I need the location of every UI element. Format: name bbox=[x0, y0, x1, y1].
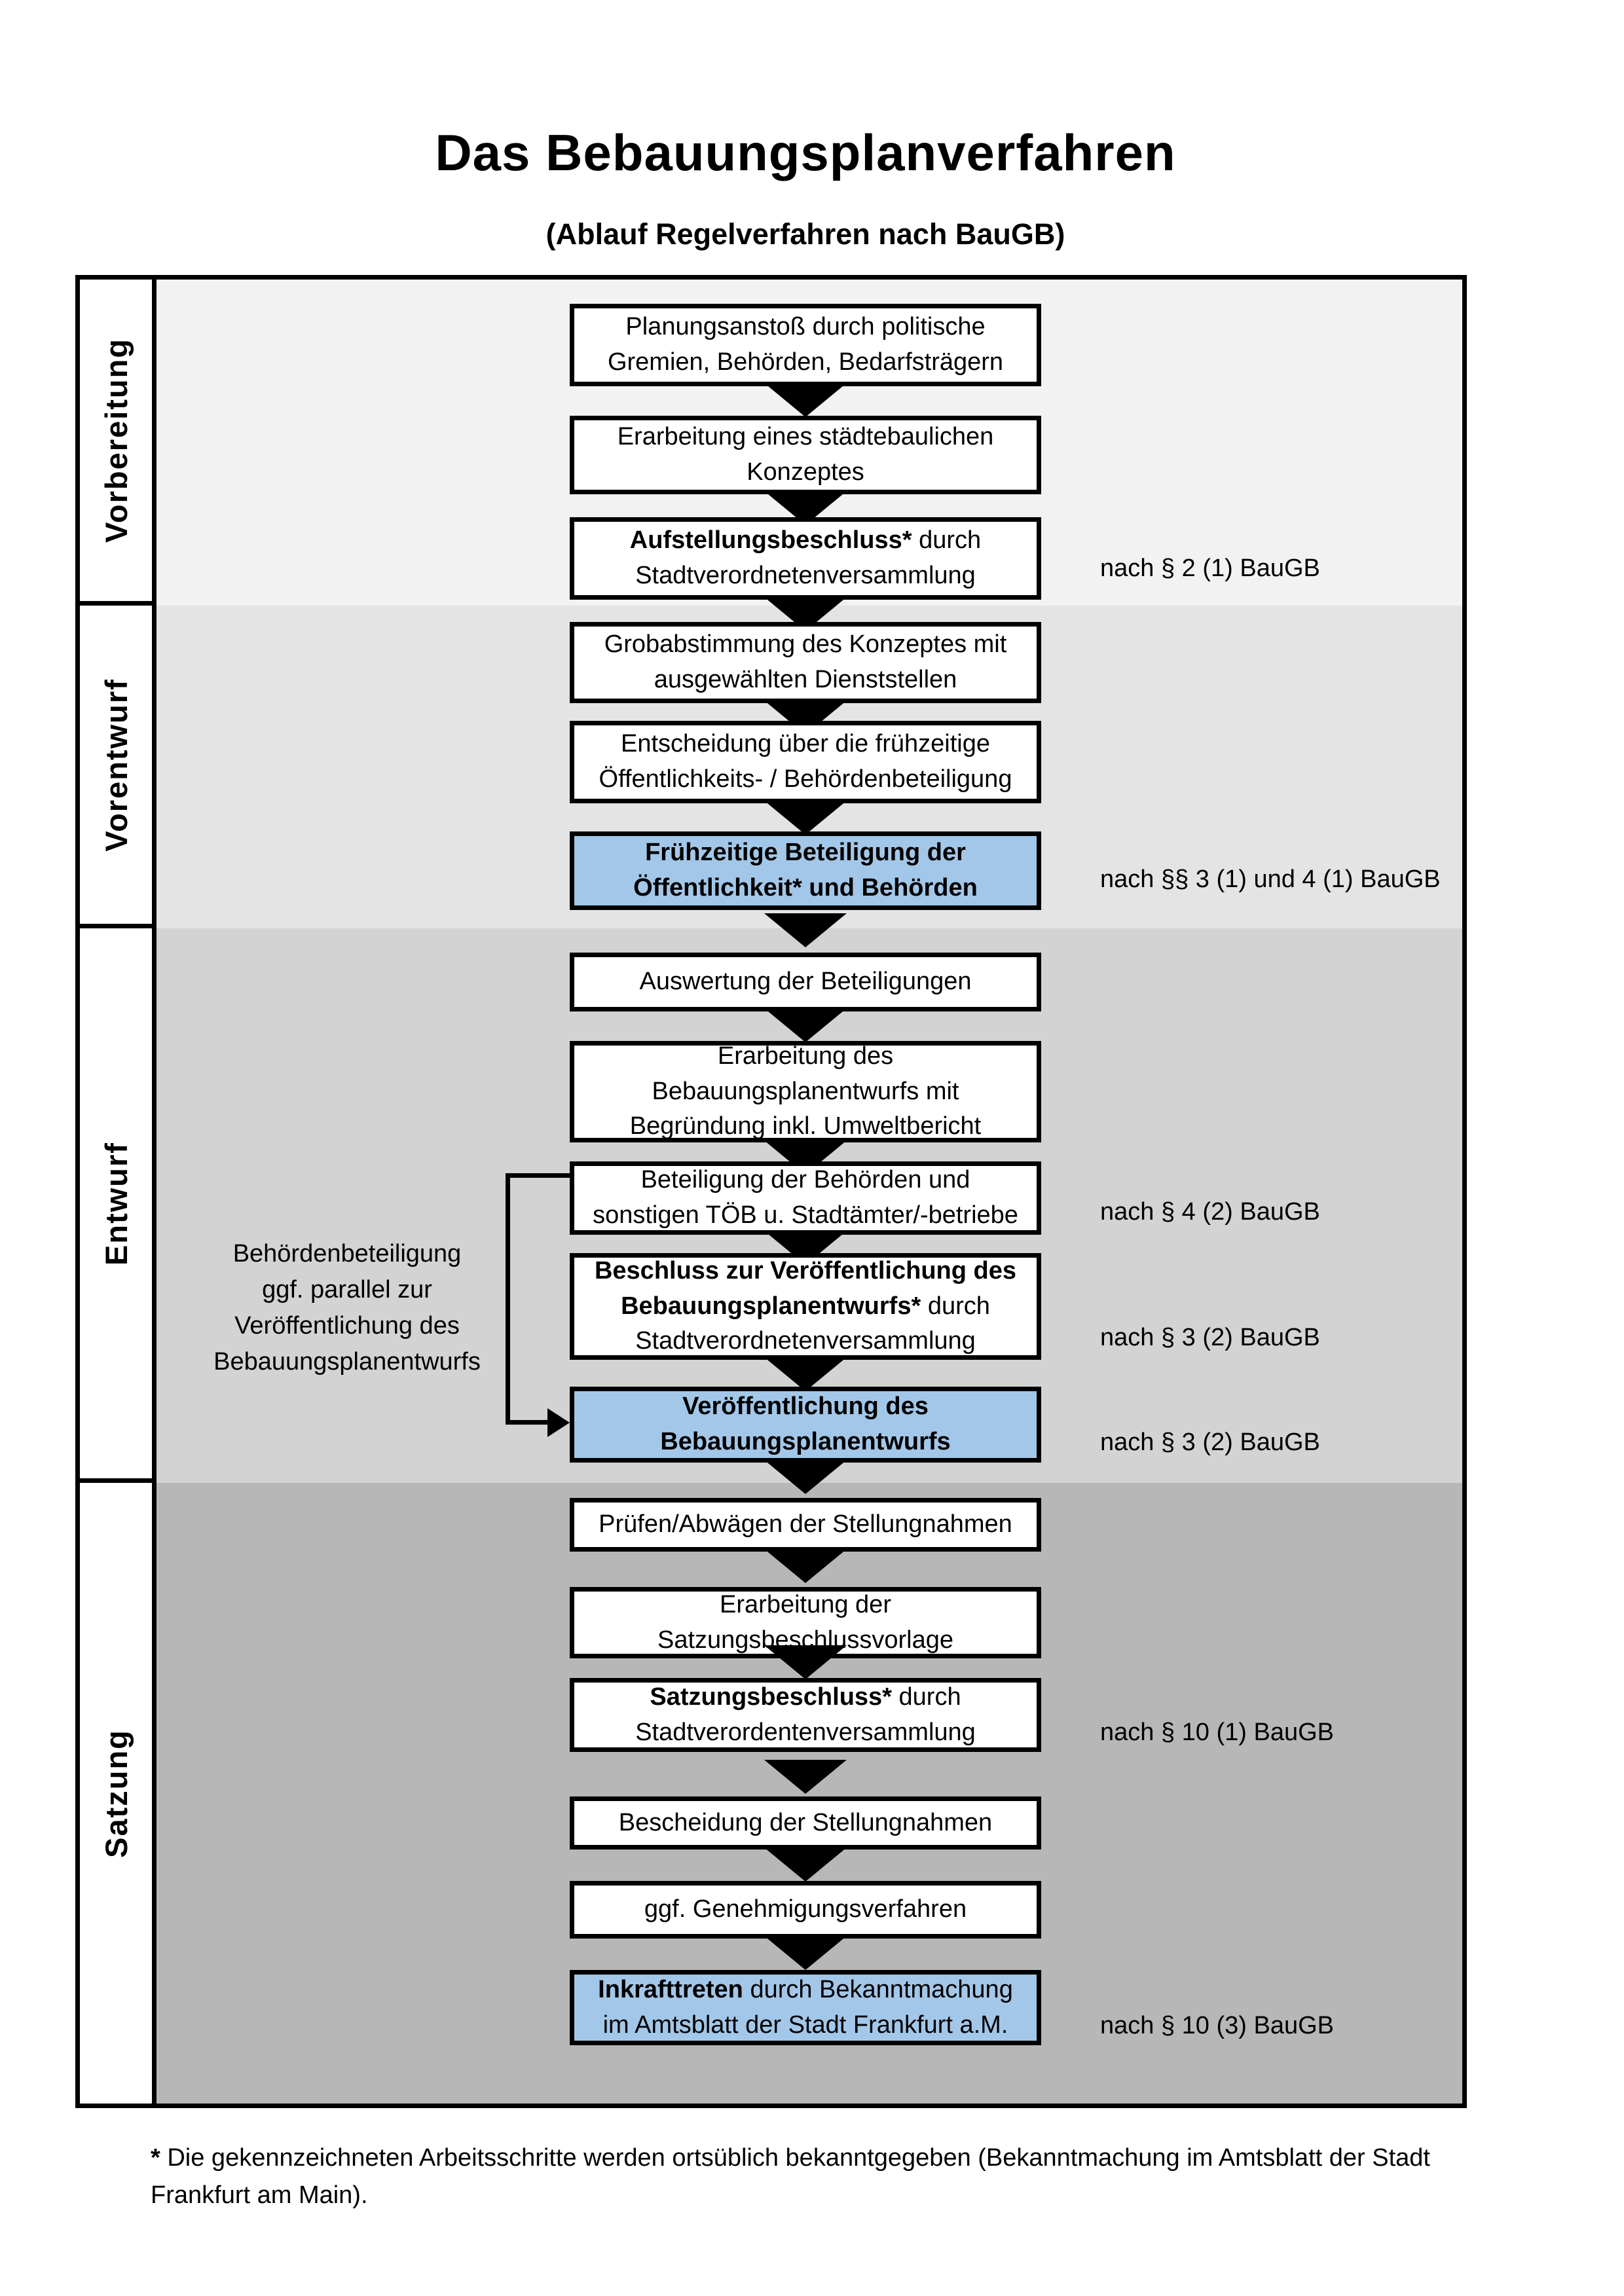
annotation-line: Bebauungsplanentwurfs bbox=[213, 1348, 481, 1376]
box-line: Prüfen/Abwägen der Stellungnahmen bbox=[599, 1510, 1012, 1539]
legal-ref-inkrafttreten: nach § 10 (3) BauGB bbox=[1100, 2012, 1334, 2039]
footnote-text: Die gekennzeichneten Arbeitsschritte wer… bbox=[151, 2144, 1430, 2209]
flow-arrow-down bbox=[764, 383, 847, 417]
legal-ref-beschluss-veroeffentlichung: nach § 3 (2) BauGB bbox=[1100, 1324, 1320, 1351]
box-line: Aufstellungsbeschluss* durch bbox=[630, 523, 981, 558]
sidebar-divider bbox=[152, 280, 157, 2104]
page-subtitle: (Ablauf Regelverfahren nach BauGB) bbox=[545, 217, 1065, 251]
box-line: Planungsanstoß durch politische bbox=[625, 313, 986, 341]
legal-ref-veroeffentlichung: nach § 3 (2) BauGB bbox=[1100, 1429, 1320, 1456]
process-box-inkrafttreten: Inkrafttreten durch Bekanntmachung im Am… bbox=[570, 1970, 1041, 2045]
sidebar-separator bbox=[80, 1478, 152, 1483]
box-line: Erarbeitung der bbox=[720, 1590, 891, 1618]
flow-arrow-down bbox=[764, 1549, 847, 1583]
box-line-bold: Aufstellungsbeschluss* bbox=[629, 526, 912, 555]
process-box-pruefen: Prüfen/Abwägen der Stellungnahmen bbox=[570, 1498, 1041, 1552]
box-line: Öffentlichkeits- / Behördenbeteiligung bbox=[599, 765, 1012, 793]
box-line-bold: Bebauungsplanentwurfs* bbox=[621, 1292, 921, 1320]
box-line: Bebauungsplanentwurfs bbox=[660, 1428, 951, 1455]
box-line: Beschluss zur Veröffentlichung des bbox=[595, 1254, 1016, 1289]
box-line: Erarbeitung eines städtebaulichen bbox=[617, 423, 994, 451]
process-box-beteiligung-behoerden: Beteiligung der Behörden und sonstigen T… bbox=[570, 1161, 1041, 1235]
box-line: Entscheidung über die frühzeitige bbox=[620, 730, 991, 758]
box-line: Begründung inkl. Umweltbericht bbox=[629, 1112, 982, 1140]
box-line: Satzungsbeschluss* durch bbox=[650, 1680, 961, 1715]
box-line-rest: durch bbox=[921, 1292, 990, 1320]
flow-arrow-down bbox=[764, 1460, 847, 1494]
footnote: * Die gekennzeichneten Arbeitsschritte w… bbox=[151, 2140, 1532, 2214]
box-line: Inkrafttreten durch Bekanntmachung bbox=[598, 1973, 1013, 2008]
box-line: Bebauungsplanentwurfs mit bbox=[652, 1077, 959, 1105]
legal-ref-satzungsbeschluss: nach § 10 (1) BauGB bbox=[1100, 1719, 1334, 1746]
diagram-frame bbox=[75, 275, 1467, 2108]
flow-arrow-down bbox=[764, 1008, 847, 1042]
process-box-aufstellungsbeschluss: Aufstellungsbeschluss* durch Stadtverord… bbox=[570, 517, 1041, 600]
flow-arrow-down bbox=[764, 801, 847, 835]
sidebar-phase-vorentwurf: Vorentwurf bbox=[80, 606, 152, 924]
connector-line bbox=[506, 1420, 551, 1425]
legal-ref-fruehzeitige-beteiligung: nach §§ 3 (1) und 4 (1) BauGB bbox=[1100, 866, 1441, 893]
sidebar-phase-satzung: Satzung bbox=[80, 1483, 152, 2104]
legal-ref-beteiligung-behoerden: nach § 4 (2) BauGB bbox=[1100, 1198, 1320, 1226]
process-box-beschluss-veroeffentlichung: Beschluss zur Veröffentlichung des Bebau… bbox=[570, 1253, 1041, 1360]
process-box-bescheidung: Bescheidung der Stellungnahmen bbox=[570, 1796, 1041, 1850]
box-line: Stadtverordnetenversammlung bbox=[635, 1327, 976, 1355]
box-line: Bebauungsplanentwurfs* durch bbox=[621, 1289, 990, 1324]
flow-arrow-down bbox=[764, 1848, 847, 1882]
box-line-rest: durch Bekanntmachung bbox=[743, 1975, 1013, 2003]
flow-arrow-down bbox=[764, 1760, 847, 1794]
box-line: sonstigen TÖB u. Stadtämter/-betriebe bbox=[593, 1201, 1018, 1229]
box-line: Grobabstimmung des Konzeptes mit bbox=[604, 630, 1007, 659]
box-line: Konzeptes bbox=[747, 458, 864, 486]
page-title: Das Bebauungsplanverfahren bbox=[435, 124, 1176, 181]
flow-arrow-down bbox=[764, 1357, 847, 1391]
annotation-line: Veröffentlichung des bbox=[234, 1312, 460, 1340]
box-line-rest: durch bbox=[912, 526, 982, 555]
connector-line bbox=[506, 1173, 510, 1425]
legal-ref-aufstellungsbeschluss: nach § 2 (1) BauGB bbox=[1100, 555, 1320, 582]
box-line: Veröffentlichung des bbox=[682, 1393, 929, 1421]
annotation-line: ggf. parallel zur bbox=[262, 1276, 432, 1304]
sidebar-phase-entwurf: Entwurf bbox=[80, 928, 152, 1478]
process-box-satzungsbeschluss: Satzungsbeschluss* durch Stadtverordente… bbox=[570, 1678, 1041, 1752]
process-box-entscheidung: Entscheidung über die frühzeitige Öffent… bbox=[570, 721, 1041, 803]
box-line: Erarbeitung des bbox=[717, 1042, 894, 1070]
process-box-veroeffentlichung: Veröffentlichung des Bebauungsplanentwur… bbox=[570, 1387, 1041, 1463]
box-line: Bescheidung der Stellungnahmen bbox=[618, 1808, 993, 1836]
process-box-konzept: Erarbeitung eines städtebaulichen Konzep… bbox=[570, 416, 1041, 494]
sidebar-separator bbox=[80, 601, 152, 606]
flow-arrow-down bbox=[764, 1645, 847, 1679]
box-line: Beteiligung der Behörden und bbox=[640, 1166, 970, 1194]
process-box-erarbeitung-entwurf: Erarbeitung des Bebauungsplanentwurfs mi… bbox=[570, 1041, 1041, 1142]
box-line: Stadtverordentenversammlung bbox=[635, 1718, 976, 1746]
annotation-line: Behördenbeteiligung bbox=[232, 1240, 462, 1267]
box-line: Frühzeitige Beteiligung der bbox=[645, 839, 966, 867]
process-box-fruehzeitige-beteiligung: Frühzeitige Beteiligung der Öffentlichke… bbox=[570, 831, 1041, 910]
box-line-bold: Beschluss zur Veröffentlichung des bbox=[594, 1256, 1017, 1285]
flow-arrow-down bbox=[764, 913, 847, 947]
footnote-marker: * bbox=[151, 2144, 160, 2172]
connector-line bbox=[506, 1173, 574, 1178]
box-line: Auswertung der Beteiligungen bbox=[639, 968, 972, 996]
box-line: im Amtsblatt der Stadt Frankfurt a.M. bbox=[602, 2011, 1008, 2039]
box-line: ausgewählten Dienststellen bbox=[654, 666, 957, 693]
box-line: Stadtverordnetenversammlung bbox=[635, 562, 976, 589]
box-line-bold: Satzungsbeschluss* bbox=[650, 1683, 892, 1711]
sidebar-separator bbox=[80, 924, 152, 928]
flow-arrow-down bbox=[764, 1936, 847, 1970]
sidebar-phase-vorbereitung: Vorbereitung bbox=[80, 280, 152, 601]
process-box-planungsanstoss: Planungsanstoß durch politische Gremien,… bbox=[570, 304, 1041, 386]
connector-arrow-right-icon bbox=[547, 1408, 570, 1437]
parallel-annotation: Behördenbeteiligung ggf. parallel zur Ve… bbox=[183, 1236, 511, 1380]
box-line: Öffentlichkeit* und Behörden bbox=[633, 874, 978, 902]
box-line-bold: Inkrafttreten bbox=[598, 1975, 743, 2003]
box-line: ggf. Genehmigungsverfahren bbox=[644, 1895, 967, 1923]
box-line: Gremien, Behörden, Bedarfsträgern bbox=[607, 348, 1004, 376]
box-line-rest: durch bbox=[891, 1683, 961, 1711]
